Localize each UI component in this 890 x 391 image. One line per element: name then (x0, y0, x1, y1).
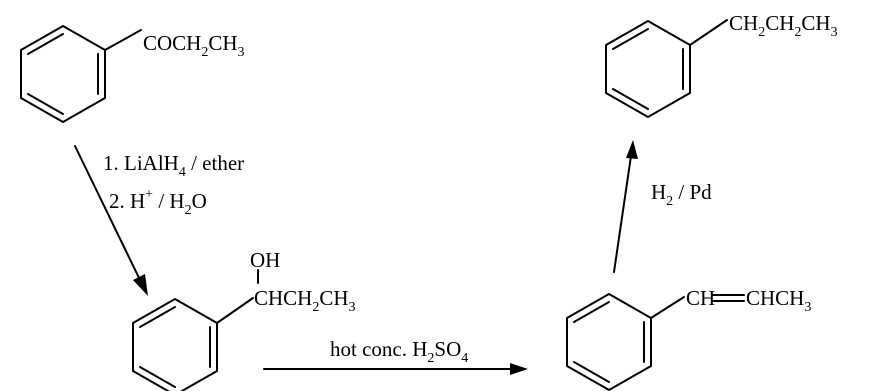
label-alkene-left: CH (686, 286, 715, 310)
arrow-step2-head (510, 363, 528, 375)
benzene-ring-alcohol (132, 298, 218, 391)
label-alcohol-oh: OH (250, 248, 280, 272)
reagent-step3: H2 / Pd (651, 180, 712, 209)
arrow-step3-head (626, 140, 638, 159)
arrow-step1-head (133, 274, 148, 296)
label-propiophenone: COCH2CH3 (143, 31, 245, 60)
bond-propylbenzene-substituent (689, 19, 728, 46)
reagent-step2: hot conc. H2SO4 (330, 337, 468, 366)
label-propylbenzene: CH2CH2CH3 (729, 11, 838, 40)
label-alkene-right: CHCH3 (746, 286, 811, 315)
benzene-ring-alkene (566, 293, 652, 391)
arrow-step1-shaft (74, 145, 142, 283)
bond-alkene-substituent (650, 296, 685, 319)
bond-propiophenone-substituent (104, 29, 142, 51)
benzene-ring-propylbenzene (605, 20, 691, 118)
reagent-step1-line1: 1. LiAlH4 / ether (103, 151, 244, 180)
arrow-step3-shaft (613, 155, 632, 273)
benzene-ring-propiophenone (20, 25, 106, 123)
label-alcohol: CHCH2CH3 (254, 286, 356, 315)
bond-alcohol-substituent (216, 297, 254, 324)
reagent-step1-line2: 2. H+ / H2O (109, 187, 207, 218)
